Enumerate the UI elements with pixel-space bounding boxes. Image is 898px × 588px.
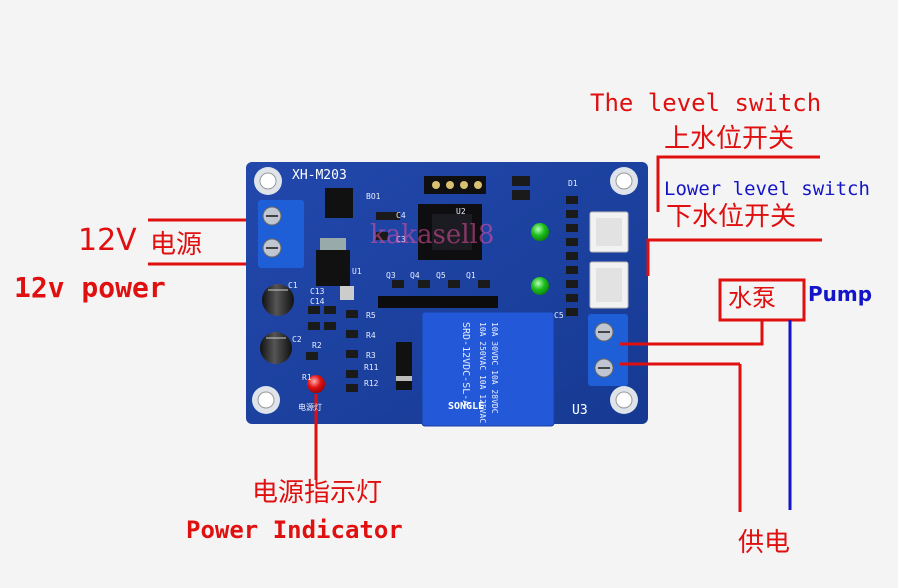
lower-level-cn-label: 下水位开关 bbox=[666, 202, 797, 232]
green-led-lower bbox=[531, 277, 549, 295]
smd-parts bbox=[306, 176, 578, 392]
silk-c4: C4 bbox=[396, 211, 406, 220]
silk-c1: C1 bbox=[288, 281, 298, 290]
silk-r1: R1 bbox=[302, 373, 312, 382]
power-indicator-cn-label: 电源指示灯 bbox=[252, 478, 383, 508]
v12-label: 12V bbox=[78, 223, 137, 258]
silk-q4: Q4 bbox=[410, 271, 420, 280]
silk-r4: R4 bbox=[366, 331, 376, 340]
silk-bo1: BO1 bbox=[366, 192, 381, 201]
level-switch-en-label: The level switch bbox=[590, 89, 822, 117]
power-led bbox=[307, 375, 325, 393]
silk-r12: C5 bbox=[554, 311, 564, 320]
diode bbox=[396, 342, 412, 390]
power-indicator-en-label: Power Indicator bbox=[186, 516, 403, 544]
silk-q3: Q3 bbox=[386, 271, 396, 280]
relay-body bbox=[421, 311, 555, 427]
relay-spec-2: 10A 30VDC 10A 28VDC bbox=[490, 322, 499, 414]
green-led-upper bbox=[531, 223, 549, 241]
silk-c14: C14 bbox=[310, 297, 325, 306]
capacitors bbox=[260, 284, 294, 364]
silk-c2: C2 bbox=[292, 335, 302, 344]
silk-q1: Q1 bbox=[466, 271, 476, 280]
annotation-lines bbox=[148, 155, 822, 512]
power-en-label: 12v power bbox=[14, 271, 166, 304]
silk-u2: U2 bbox=[456, 207, 466, 216]
silk-c3: C3 bbox=[396, 235, 406, 244]
power-cn-label: 电源 bbox=[150, 230, 203, 260]
relay-model: SRD-12VDC-SL-A bbox=[460, 322, 471, 407]
lower-level-en-label: Lower level switch bbox=[664, 178, 870, 200]
relay-brand: SONGLE bbox=[448, 401, 485, 412]
power-terminal bbox=[258, 200, 304, 268]
silk-r3: R3 bbox=[366, 351, 376, 360]
silk-c13: C13 bbox=[310, 287, 325, 296]
header-pins bbox=[424, 176, 486, 194]
board-model: XH-M203 bbox=[292, 168, 347, 183]
mounting-holes bbox=[252, 167, 638, 414]
watermark: kakasell8 bbox=[370, 220, 495, 250]
silk-r2: R2 bbox=[312, 341, 322, 350]
level-switch-connectors bbox=[589, 211, 629, 309]
pump-en-label: Pump bbox=[808, 282, 873, 306]
terminal-label-u3: U3 bbox=[572, 403, 588, 418]
silk-u1: U1 bbox=[352, 267, 362, 276]
pump-terminal bbox=[588, 314, 628, 386]
relay-text: SRD-12VDC-SL-A 10A 250VAC 10A 125VAC 10A… bbox=[430, 318, 548, 423]
silk-r5: R5 bbox=[366, 311, 376, 320]
supply-cn-label: 供电 bbox=[738, 528, 791, 558]
regulators bbox=[316, 188, 482, 286]
power-led-silk: 电源灯 bbox=[298, 403, 322, 412]
pump-cn-label: 水泵 bbox=[728, 284, 776, 312]
silk-q5: Q5 bbox=[436, 271, 446, 280]
silk-r10: R11 bbox=[364, 363, 379, 372]
upper-level-cn-label: 上水位开关 bbox=[664, 124, 795, 154]
silk-r11: R12 bbox=[364, 379, 379, 388]
silk-c5: D1 bbox=[568, 179, 578, 188]
